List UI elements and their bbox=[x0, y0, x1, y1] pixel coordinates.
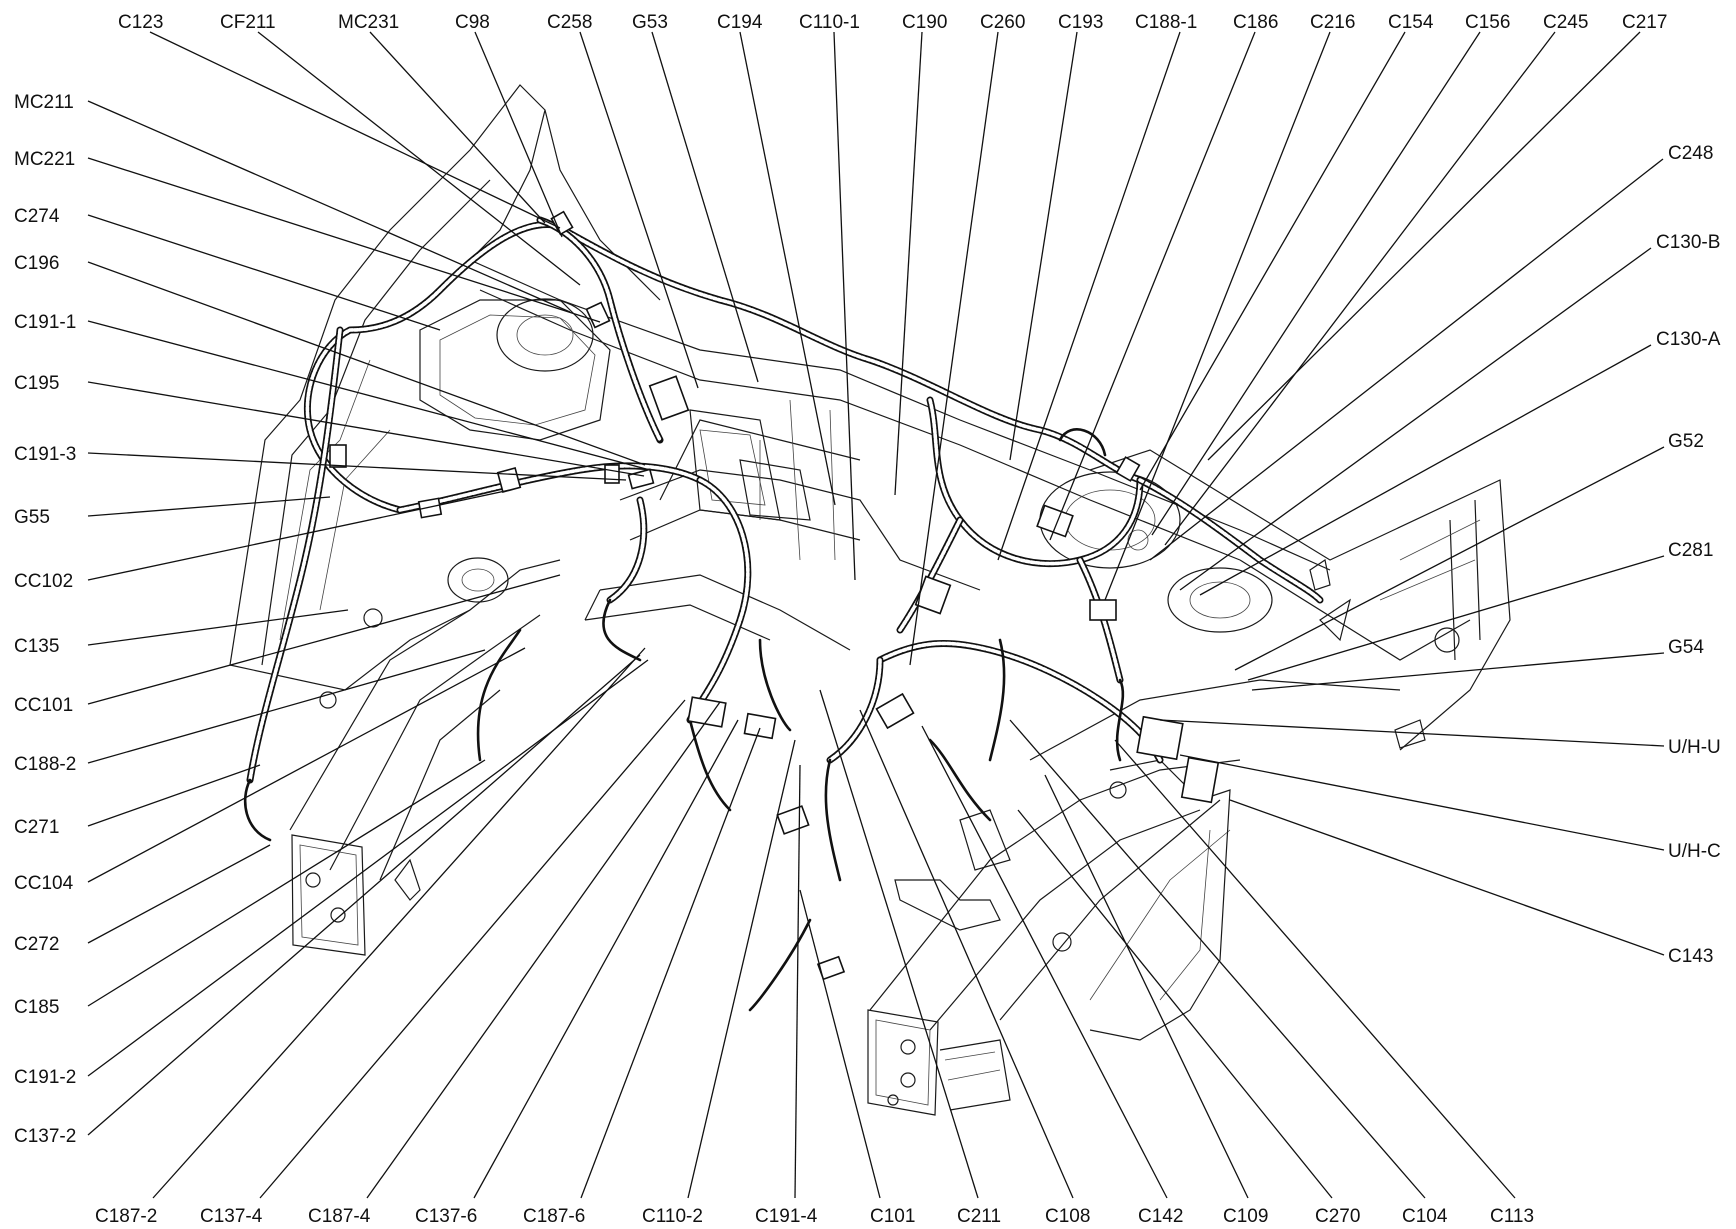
label-C245: C245 bbox=[1543, 12, 1588, 33]
label-C191-4: C191-4 bbox=[755, 1206, 818, 1227]
label-CF211: CF211 bbox=[220, 12, 276, 33]
label-C143: C143 bbox=[1668, 946, 1713, 967]
label-C248: C248 bbox=[1668, 143, 1713, 164]
label-C186: C186 bbox=[1233, 12, 1278, 33]
label-C108: C108 bbox=[1045, 1206, 1090, 1227]
label-C188-1: C188-1 bbox=[1135, 12, 1197, 33]
label-C216: C216 bbox=[1310, 12, 1355, 33]
label-C194: C194 bbox=[717, 12, 763, 33]
label-C113: C113 bbox=[1490, 1206, 1534, 1227]
label-C137-2: C137-2 bbox=[14, 1126, 76, 1147]
label-C217: C217 bbox=[1622, 12, 1667, 33]
label-C281: C281 bbox=[1668, 540, 1713, 561]
label-CC101: CC101 bbox=[14, 695, 73, 716]
label-G53: G53 bbox=[632, 12, 668, 33]
wiring-harness bbox=[243, 216, 1324, 1012]
label-C110-1: C110-1 bbox=[799, 12, 860, 33]
label-C191-2: C191-2 bbox=[14, 1067, 76, 1088]
labels-bottom: C187-2 C137-4 C187-4 C137-6 C187-6 C110-… bbox=[95, 1206, 1534, 1227]
label-C130-A: C130-A bbox=[1656, 329, 1721, 350]
label-MC221: MC221 bbox=[14, 149, 75, 170]
label-C187-6: C187-6 bbox=[523, 1206, 585, 1227]
label-G55: G55 bbox=[14, 507, 50, 528]
label-C101: C101 bbox=[870, 1206, 915, 1227]
label-U-H-C: U/H-C bbox=[1668, 841, 1721, 862]
label-G54: G54 bbox=[1668, 637, 1704, 658]
label-C135: C135 bbox=[14, 636, 59, 657]
label-C187-2: C187-2 bbox=[95, 1206, 157, 1227]
label-U-H-U: U/H-U bbox=[1668, 737, 1721, 758]
connectors bbox=[329, 210, 1220, 981]
label-C156: C156 bbox=[1465, 12, 1510, 33]
label-C260: C260 bbox=[980, 12, 1025, 33]
label-C123: C123 bbox=[118, 12, 163, 33]
labels-right: C248 C130-B C130-A G52 C281 G54 U/H-U U/… bbox=[1656, 143, 1721, 967]
label-C137-6: C137-6 bbox=[415, 1206, 477, 1227]
labels-top: C123 CF211 MC231 C98 C258 G53 C194 C110-… bbox=[118, 12, 1667, 33]
label-C271: C271 bbox=[14, 817, 59, 838]
label-C154: C154 bbox=[1388, 12, 1434, 33]
label-C142: C142 bbox=[1138, 1206, 1183, 1227]
label-C211: C211 bbox=[957, 1206, 1001, 1227]
vehicle-body-outline bbox=[229, 84, 1511, 1116]
label-CC104: CC104 bbox=[14, 873, 74, 894]
label-C185: C185 bbox=[14, 997, 59, 1018]
labels-left: MC211 MC221 C274 C196 C191-1 C195 C191-3… bbox=[14, 92, 76, 1147]
label-C270: C270 bbox=[1315, 1206, 1360, 1227]
label-C274: C274 bbox=[14, 206, 60, 227]
label-C188-2: C188-2 bbox=[14, 754, 76, 775]
label-C137-4: C137-4 bbox=[200, 1206, 263, 1227]
label-MC211: MC211 bbox=[14, 92, 74, 113]
label-C195: C195 bbox=[14, 373, 59, 394]
label-C190: C190 bbox=[902, 12, 947, 33]
label-C187-4: C187-4 bbox=[308, 1206, 371, 1227]
label-C109: C109 bbox=[1223, 1206, 1268, 1227]
label-G52: G52 bbox=[1668, 431, 1704, 452]
leader-lines bbox=[87, 31, 1665, 1199]
label-CC102: CC102 bbox=[14, 571, 73, 592]
label-C191-1: C191-1 bbox=[14, 312, 76, 333]
label-C130-B: C130-B bbox=[1656, 232, 1720, 253]
label-C98: C98 bbox=[455, 12, 490, 33]
label-C196: C196 bbox=[14, 253, 59, 274]
label-C104: C104 bbox=[1402, 1206, 1448, 1227]
label-C191-3: C191-3 bbox=[14, 444, 76, 465]
label-C272: C272 bbox=[14, 934, 59, 955]
label-C193: C193 bbox=[1058, 12, 1103, 33]
label-C110-2: C110-2 bbox=[642, 1206, 703, 1227]
label-C258: C258 bbox=[547, 12, 592, 33]
label-MC231: MC231 bbox=[338, 12, 399, 33]
